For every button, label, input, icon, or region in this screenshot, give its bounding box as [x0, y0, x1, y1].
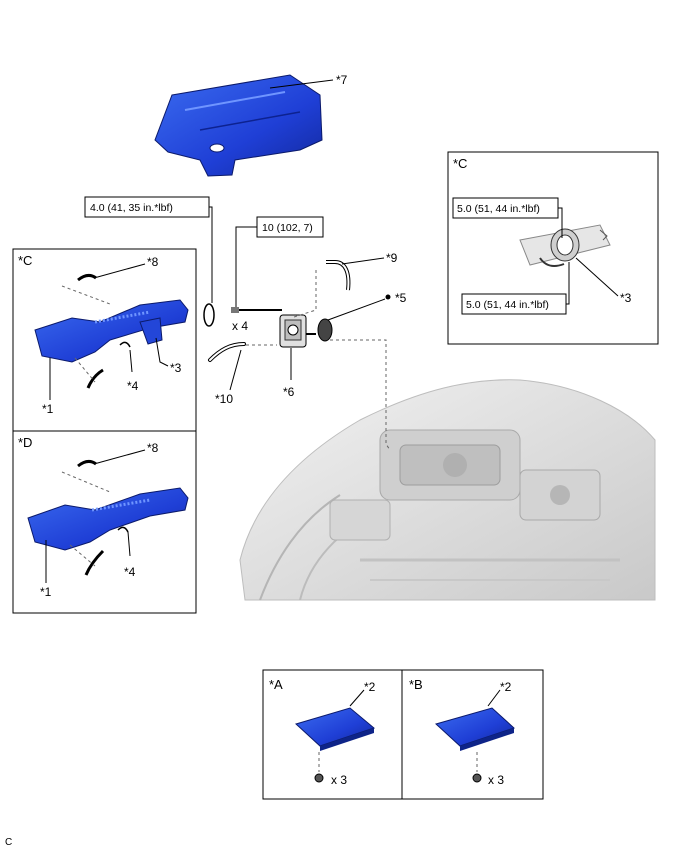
panel-c-left: *C *8 *1 *4 *3 — [12, 248, 197, 432]
torque-box-1: 4.0 (41, 35 in.*lbf) — [84, 196, 210, 218]
panel-a-title: *A — [269, 677, 283, 692]
callout-2-b: *2 — [500, 680, 512, 694]
callout-8-c: *8 — [147, 255, 159, 269]
svg-text:10 (102, 7): 10 (102, 7) — [262, 222, 313, 234]
svg-text:5.0 (51, 44 in.*lbf): 5.0 (51, 44 in.*lbf) — [457, 203, 540, 215]
svg-text:5.0 (51, 44 in.*lbf): 5.0 (51, 44 in.*lbf) — [466, 299, 549, 311]
torque-box-2: 10 (102, 7) — [256, 216, 324, 238]
engine-cover-part — [154, 74, 323, 177]
panel-d-left: *D *8 *1 *4 — [12, 430, 197, 614]
engine-bay-illustration — [239, 379, 656, 601]
callout-2-a: *2 — [364, 680, 376, 694]
gasket-part-5 — [317, 318, 333, 342]
panel-c-title: *C — [18, 253, 32, 268]
panel-c-detail-title: *C — [453, 156, 467, 171]
svg-text:4.0 (41, 35 in.*lbf): 4.0 (41, 35 in.*lbf) — [90, 202, 173, 214]
panel-d-title: *D — [18, 435, 32, 450]
callout-3-c: *3 — [170, 361, 182, 375]
callout-1-d: *1 — [40, 585, 52, 599]
callout-1-c: *1 — [42, 402, 54, 416]
callout-4-c: *4 — [127, 379, 139, 393]
panel-b: *B *2 x 3 — [401, 669, 544, 800]
figure-code: C — [5, 837, 12, 848]
callout-10: *10 — [215, 392, 233, 406]
panel-c-detail: *C 5.0 (51, 44 in.*lbf) 5.0 (51, 44 in.*… — [447, 151, 659, 345]
panel-a: *A *2 x 3 — [262, 669, 403, 800]
bolt-part — [231, 307, 282, 313]
qty-bolts: x 4 — [232, 319, 248, 333]
panel-b-title: *B — [409, 677, 423, 692]
gasket-ring — [203, 303, 215, 327]
callout-9: *9 — [386, 251, 398, 265]
callout-6: *6 — [283, 385, 295, 399]
qty-b: x 3 — [488, 773, 504, 787]
callout-7: *7 — [336, 73, 348, 87]
callout-8-d: *8 — [147, 441, 159, 455]
valve-part-6 — [279, 314, 316, 348]
qty-a: x 3 — [331, 773, 347, 787]
callout-4-d: *4 — [124, 565, 136, 579]
callout-5: *5 — [395, 291, 407, 305]
callout-3-detail: *3 — [620, 291, 632, 305]
